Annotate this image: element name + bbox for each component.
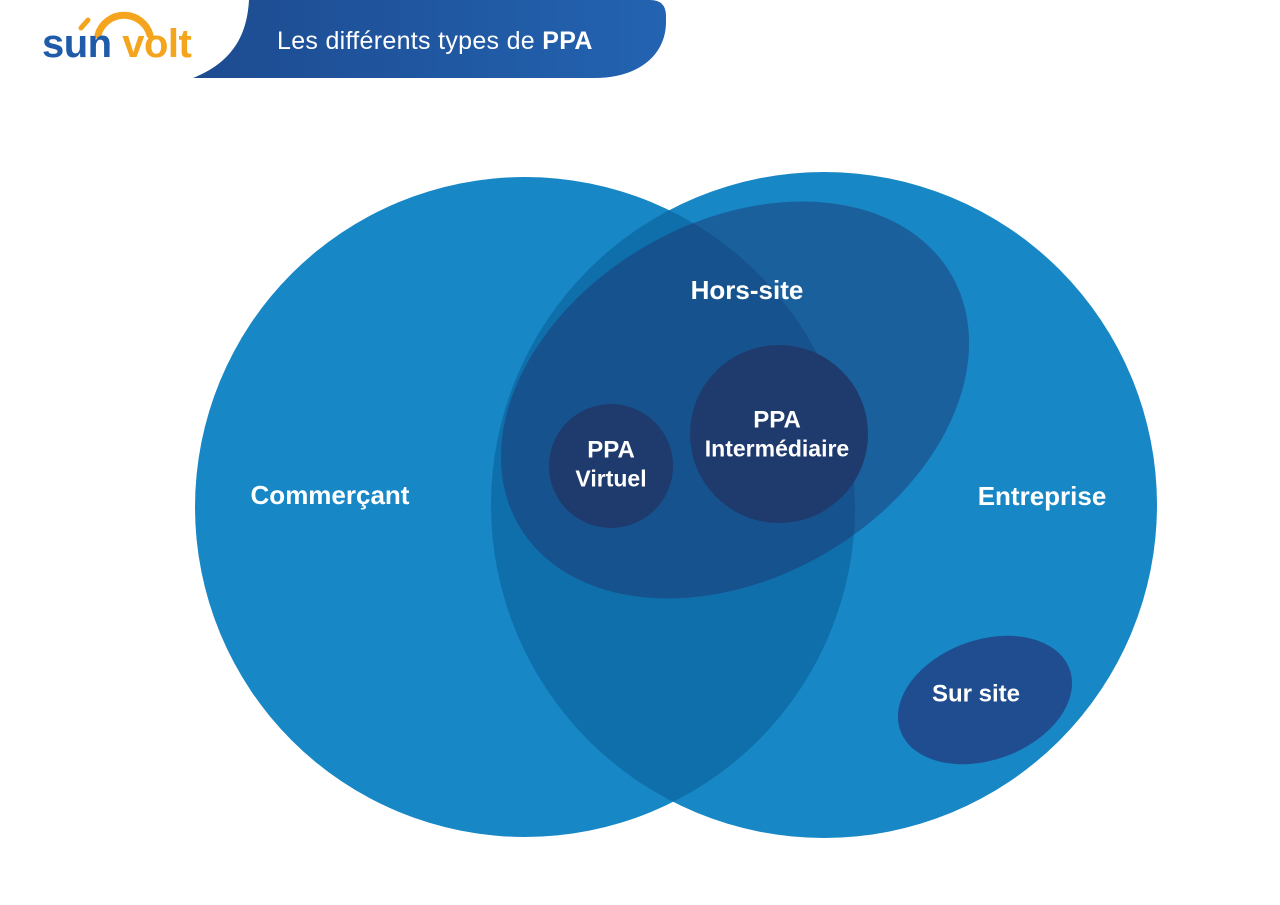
logo-arc-icon <box>94 11 154 39</box>
ppa-intermediate-circle <box>690 345 868 523</box>
ppa-virtual-label: PPA Virtuel <box>575 435 646 492</box>
logo-sun: sun <box>42 22 112 66</box>
offsite-label: Hors-site <box>690 275 804 306</box>
header-banner <box>193 0 666 78</box>
onsite-ellipse <box>897 635 1073 765</box>
ppa-intermediate-line1: PPA <box>753 406 801 434</box>
ppa-virtual-line1: PPA <box>587 436 635 464</box>
ppa-intermediate-line2: Intermédiaire <box>704 435 850 462</box>
page-title-ppa: PPA <box>542 27 593 55</box>
page-title: Les différents types de PPA <box>277 27 593 56</box>
ppa-intermediate-label: PPA Intermédiaire <box>705 405 849 462</box>
right-set-label: Entreprise <box>977 481 1107 512</box>
ppa-virtual-circle <box>549 404 673 528</box>
onsite-label: Sur site <box>931 680 1021 708</box>
left-set-label: Commerçant <box>250 480 410 511</box>
logo-text: sun volt <box>42 22 192 66</box>
ppa-virtual-line2: Virtuel <box>575 465 647 492</box>
page-title-prefix: Les différents types de <box>277 27 543 55</box>
logo-volt: volt <box>122 22 191 66</box>
logo-accent-icon <box>78 17 91 31</box>
